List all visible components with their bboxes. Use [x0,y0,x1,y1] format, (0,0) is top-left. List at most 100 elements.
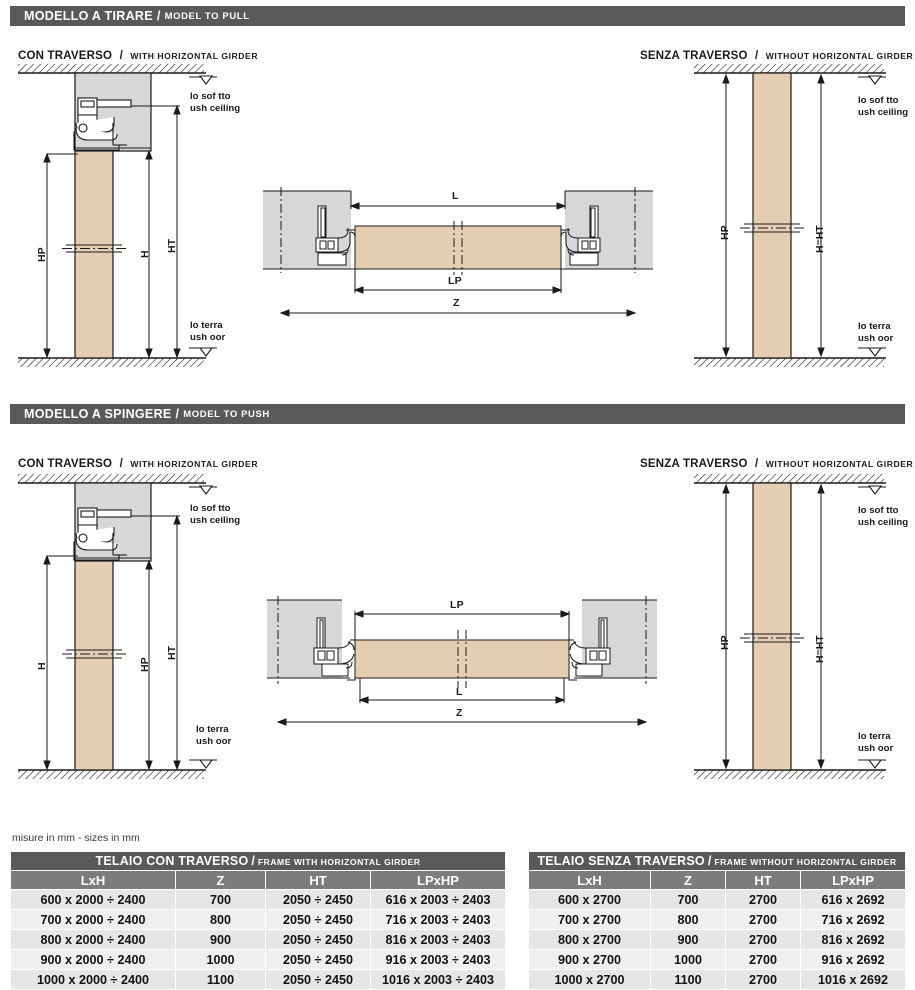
plan-dim-lp-pull: LP [448,275,462,287]
drawing-pull-senza-traverso [694,64,886,367]
column-header-lxh: LxH [528,870,651,890]
caption-it: CON TRAVERSO [18,50,113,62]
cell-lpxhp: 616 x 2692 [799,889,907,910]
table-con-traverso: TELAIO CON TRAVERSO/FRAME WITH HORIZONTA… [9,851,507,990]
caption-separator: / [755,458,759,470]
cell-ht: 2700 [725,949,801,970]
cell-lxh: 1000 x 2700 [528,969,651,990]
column-header-z: Z [650,870,726,890]
note-line-1: lo terra [858,321,891,332]
note-line-2: ush ceiling [858,517,909,528]
cell-lpxhp: 916 x 2003 ÷ 2403 [369,949,507,970]
caption-push-con-traverso: CON TRAVERSO / WITH HORIZONTAL GIRDER [18,454,258,472]
dim-label-h-pull-left: H [139,250,151,258]
cell-lpxhp: 616 x 2003 ÷ 2403 [369,889,507,910]
cell-ht: 2700 [725,909,801,930]
plan-dim-l-push: L [456,686,463,698]
table-title-en: FRAME WITH HORIZONTAL GIRDER [257,857,421,867]
table-title-cell: TELAIO SENZA TRAVERSO/FRAME WITHOUT HORI… [527,851,907,871]
table-header-row: LxH Z HT LPxHP [528,870,907,890]
note-line-1: lo sof tto [858,505,899,516]
cell-z: 1100 [650,969,726,990]
note-line-2: ush ceiling [190,103,241,114]
cell-lxh: 700 x 2700 [528,909,651,930]
column-header-ht: HT [725,870,801,890]
section-title-en: MODEL TO PULL [164,10,250,22]
note-line-1: lo terra [196,724,229,735]
cell-lxh: 600 x 2700 [528,889,651,910]
note-line-1: lo sof tto [190,503,231,514]
table-title-cell: TELAIO CON TRAVERSO/FRAME WITH HORIZONTA… [9,851,507,871]
dim-label-ht-pull-left: HT [166,239,178,253]
caption-it: SENZA TRAVERSO [640,458,748,470]
cell-lxh: 800 x 2000 ÷ 2400 [10,929,176,950]
cell-z: 700 [650,889,726,910]
cell-lpxhp: 716 x 2003 ÷ 2403 [369,909,507,930]
table-title-it: TELAIO SENZA TRAVERSO [537,854,705,868]
section-title-en: MODEL TO PUSH [183,408,270,420]
table-title-row: TELAIO SENZA TRAVERSO/FRAME WITHOUT HORI… [527,851,907,871]
dim-label-hp-pull-right: HP [719,225,731,240]
cell-lxh: 700 x 2000 ÷ 2400 [10,909,176,930]
cell-z: 700 [175,889,266,910]
plan-dim-z-push: Z [456,707,463,719]
cell-z: 900 [650,929,726,950]
note-line-2: ush ceiling [190,515,241,526]
cell-ht: 2050 ÷ 2450 [265,929,371,950]
cell-ht: 2050 ÷ 2450 [265,969,371,990]
cell-lxh: 900 x 2700 [528,949,651,970]
table-title-en: FRAME WITHOUT HORIZONTAL GIRDER [714,857,897,867]
caption-pull-con-traverso: CON TRAVERSO / WITH HORIZONTAL GIRDER [18,46,258,64]
table-row: 600 x 2700 700 2700 616 x 2692 [528,889,907,910]
note-floor-push-left: lo terra ush oor [196,724,231,748]
cell-ht: 2050 ÷ 2450 [265,889,371,910]
units-note: misure in mm - sizes in mm [12,832,140,844]
cell-ht: 2050 ÷ 2450 [265,909,371,930]
dim-label-h-ht-push-right: H=HT [814,635,826,663]
cell-lxh: 600 x 2000 ÷ 2400 [10,889,176,910]
dim-label-h-push-left: H [36,662,48,670]
dim-label-h-ht-pull-right: H=HT [814,225,826,253]
cell-z: 1100 [175,969,266,990]
table-header-row: LxH Z HT LPxHP [10,870,507,890]
table-title-row: TELAIO CON TRAVERSO/FRAME WITH HORIZONTA… [9,851,507,871]
column-header-lxh: LxH [10,870,176,890]
table-title-separator: / [707,854,712,868]
note-line-2: ush oor [858,743,894,754]
plan-view-push [267,596,657,726]
note-line-2: ush oor [190,332,226,343]
note-ceiling-push-left: lo sof tto ush ceiling [190,503,240,527]
dim-label-hp-push-left: HP [139,657,151,672]
table-row: 800 x 2000 ÷ 2400 900 2050 ÷ 2450 816 x … [10,929,507,950]
caption-en: WITH HORIZONTAL GIRDER [130,51,259,61]
drawing-push-con-traverso [18,474,217,779]
cell-z: 1000 [650,949,726,970]
cell-lxh: 1000 x 2000 ÷ 2400 [10,969,176,990]
table-row: 900 x 2000 ÷ 2400 1000 2050 ÷ 2450 916 x… [10,949,507,970]
note-line-2: ush ceiling [858,107,909,118]
note-line-2: ush oor [858,333,894,344]
section-title-separator: / [156,9,161,23]
cell-ht: 2700 [725,889,801,910]
caption-it: CON TRAVERSO [18,458,113,470]
note-floor-pull-left: lo terra ush oor [190,320,225,344]
note-ceiling-push-right: lo sof tto ush ceiling [858,505,908,529]
column-header-z: Z [175,870,266,890]
cell-ht: 2700 [725,969,801,990]
note-line-2: ush oor [196,736,232,747]
table-row: 800 x 2700 900 2700 816 x 2692 [528,929,907,950]
table-row: 600 x 2000 ÷ 2400 700 2050 ÷ 2450 616 x … [10,889,507,910]
caption-en: WITH HORIZONTAL GIRDER [130,459,259,469]
cell-z: 800 [175,909,266,930]
table-title-separator: / [251,854,255,868]
cell-z: 1000 [175,949,266,970]
column-header-lpxhp: LPxHP [369,870,507,890]
drawing-pull-con-traverso [18,64,217,367]
cell-ht: 2050 ÷ 2450 [265,949,371,970]
cell-z: 900 [175,929,266,950]
table-row: 700 x 2000 ÷ 2400 800 2050 ÷ 2450 716 x … [10,909,507,930]
dim-label-ht-push-left: HT [166,646,178,660]
table-senza-traverso: TELAIO SENZA TRAVERSO/FRAME WITHOUT HORI… [527,851,907,990]
dim-label-hp-push-right: HP [719,635,731,650]
